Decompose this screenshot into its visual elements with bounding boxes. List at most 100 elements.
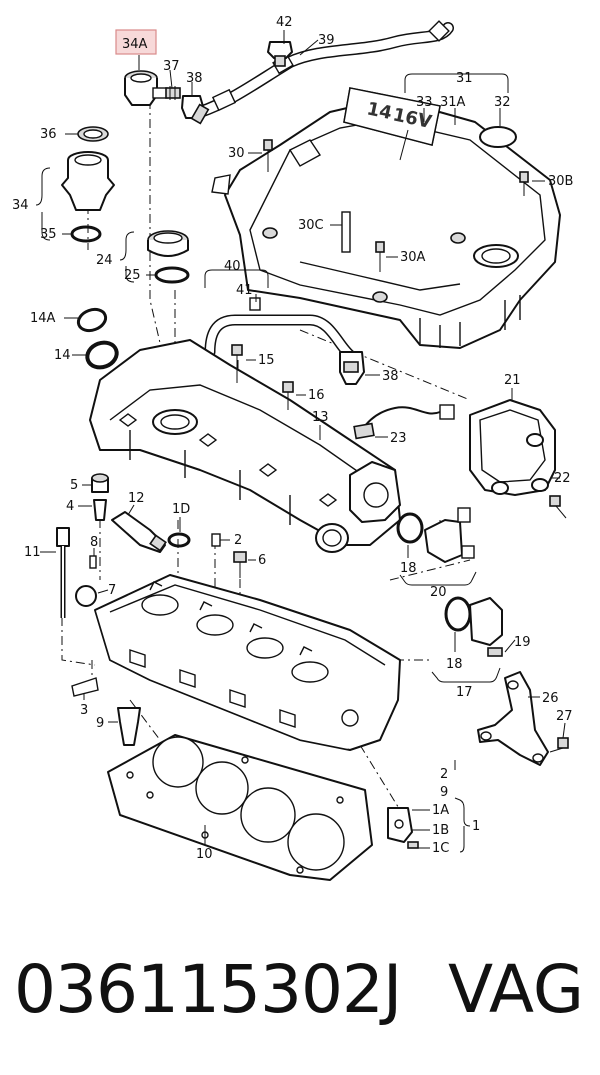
- callout-34: 34: [12, 198, 29, 213]
- callout-19: 19: [514, 635, 531, 650]
- valve-4: [93, 499, 107, 521]
- connector-38: [181, 95, 210, 125]
- bolts-15-16: [231, 344, 294, 410]
- callout-1D: 1D: [172, 502, 190, 517]
- callout-11: 11: [24, 545, 41, 560]
- callout-41: 41: [236, 283, 253, 298]
- oil-cap-24: [147, 230, 189, 257]
- part-number: 036115302J: [14, 951, 402, 1028]
- seal-14: [85, 340, 119, 370]
- callout-1A: 1A: [432, 803, 449, 818]
- pin-8: [89, 555, 97, 569]
- stud-3: [71, 677, 99, 697]
- callout-14A: 14A: [30, 311, 56, 326]
- hose-40: [204, 297, 356, 361]
- seal-36: [77, 126, 109, 142]
- callout-38: 38: [186, 71, 203, 86]
- callout-25: 25: [124, 268, 141, 283]
- callout-10: 10: [196, 847, 213, 862]
- guide-9: [117, 707, 141, 746]
- part-info-footer: 036115302J VAG: [0, 935, 600, 1045]
- callout-40: 40: [224, 259, 241, 274]
- callout-18: 18: [400, 561, 417, 576]
- bolt-27: [549, 737, 569, 753]
- callout-1: 1: [472, 819, 480, 834]
- callout-30A: 30A: [400, 250, 426, 265]
- bolt-22: [549, 495, 567, 519]
- callout-1B: 1B: [432, 823, 449, 838]
- callout-26: 26: [542, 691, 559, 706]
- exploded-parts-diagram: 34A 37 38 42 39 31 33 31A 32 36 34 35 30…: [12, 15, 573, 881]
- seal-1D: [167, 532, 191, 548]
- callout-20: 20: [430, 585, 447, 600]
- camshaft-housing-13: [89, 339, 401, 553]
- callout-24: 24: [96, 253, 113, 268]
- callout-30B: 30B: [548, 174, 573, 189]
- brand-label: VAG: [447, 951, 584, 1028]
- callout-2-right: 2: [440, 767, 448, 782]
- pin-2: [211, 533, 221, 547]
- callout-2: 2: [234, 533, 242, 548]
- callout-27: 27: [556, 709, 573, 724]
- callout-labels: 34A 37 38 42 39 31 33 31A 32 36 34 35 30…: [12, 15, 573, 862]
- callout-22: 22: [554, 471, 571, 486]
- callout-37: 37: [163, 59, 180, 74]
- flange-20: [349, 461, 475, 563]
- highlight-box: [115, 29, 157, 55]
- oil-filler-neck-34A: [124, 70, 168, 106]
- callout-15: 15: [258, 353, 275, 368]
- cylinder-head-cover-31: [211, 87, 561, 349]
- callout-34A: 34A: [122, 37, 148, 52]
- head-bolt-11: [56, 527, 70, 618]
- leader-lines: [35, 30, 566, 853]
- cover-cap-32: [479, 126, 517, 148]
- cover-21: [469, 399, 556, 496]
- callout-33: 33: [416, 95, 433, 110]
- callout-21: 21: [504, 373, 521, 388]
- callout-39: 39: [318, 33, 335, 48]
- callout-8: 8: [90, 535, 98, 550]
- cylinder-head: [94, 574, 401, 751]
- callout-30: 30: [228, 146, 245, 161]
- callout-42: 42: [276, 15, 293, 30]
- callout-30C: 30C: [298, 218, 324, 233]
- bolt-6: [233, 551, 247, 578]
- valve-38-lower: [339, 351, 365, 385]
- callout-3: 3: [80, 703, 88, 718]
- callout-1C: 1C: [432, 841, 449, 856]
- plug-7: [75, 585, 97, 607]
- callout-38-lower: 38: [382, 369, 399, 384]
- tube-12: [111, 511, 167, 553]
- callout-23: 23: [390, 431, 407, 446]
- callout-32: 32: [494, 95, 511, 110]
- breather-hose-39: [194, 20, 454, 118]
- callout-6: 6: [258, 553, 266, 568]
- o-ring-35: [70, 225, 102, 243]
- cover-plate-1: [387, 807, 419, 849]
- head-gasket-10: [107, 734, 373, 881]
- bolt-42: [267, 41, 293, 67]
- callout-9-right: 9: [440, 785, 448, 800]
- callout-18-lower: 18: [446, 657, 463, 672]
- bracket-26: [477, 671, 549, 766]
- sensor-23: [353, 404, 455, 440]
- callout-5: 5: [70, 478, 78, 493]
- callout-4: 4: [66, 499, 74, 514]
- seal-25: [154, 266, 190, 284]
- callout-17: 17: [456, 685, 473, 700]
- callout-35: 35: [40, 227, 57, 242]
- callout-36: 36: [40, 127, 57, 142]
- seal-14A: [76, 307, 108, 333]
- filler-tube-34: [61, 151, 115, 211]
- callout-13: 13: [312, 410, 329, 425]
- callout-16: 16: [308, 388, 325, 403]
- cover-emboss-14: 14: [365, 98, 394, 124]
- callout-7: 7: [108, 583, 116, 598]
- thermostat-17-18: [444, 596, 503, 657]
- vent-valve-37: [165, 86, 181, 100]
- callout-14: 14: [54, 348, 71, 363]
- callout-31A: 31A: [440, 95, 466, 110]
- callout-9: 9: [96, 716, 104, 731]
- plug-5: [91, 473, 109, 493]
- callout-31: 31: [456, 71, 473, 86]
